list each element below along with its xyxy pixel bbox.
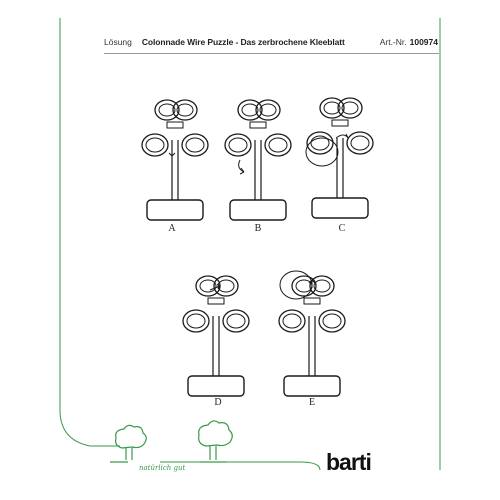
solution-label: Lösung [104,37,132,47]
header: Lösung Colonnade Wire Puzzle - Das zerbr… [104,37,438,53]
article-label: Art.-Nr. [379,37,407,47]
figure-b [224,99,292,221]
figure-d-label: D [214,397,221,408]
figure-a [141,99,209,221]
slogan: natürlich gut [139,464,186,472]
figure-e-label: E [309,397,315,408]
figure-b-label: B [255,223,262,234]
article-number: 100974 [409,37,438,47]
tree-icon [110,420,233,463]
figure-d [182,275,250,397]
figure-c [305,97,374,219]
puzzle-title: Colonnade Wire Puzzle - Das zerbrochene … [141,37,345,47]
header-rule [104,53,439,54]
figure-a-label: A [168,223,176,234]
figure-c-label: C [339,223,346,234]
figure-e [278,270,346,397]
barti-logo: barti [326,449,372,475]
